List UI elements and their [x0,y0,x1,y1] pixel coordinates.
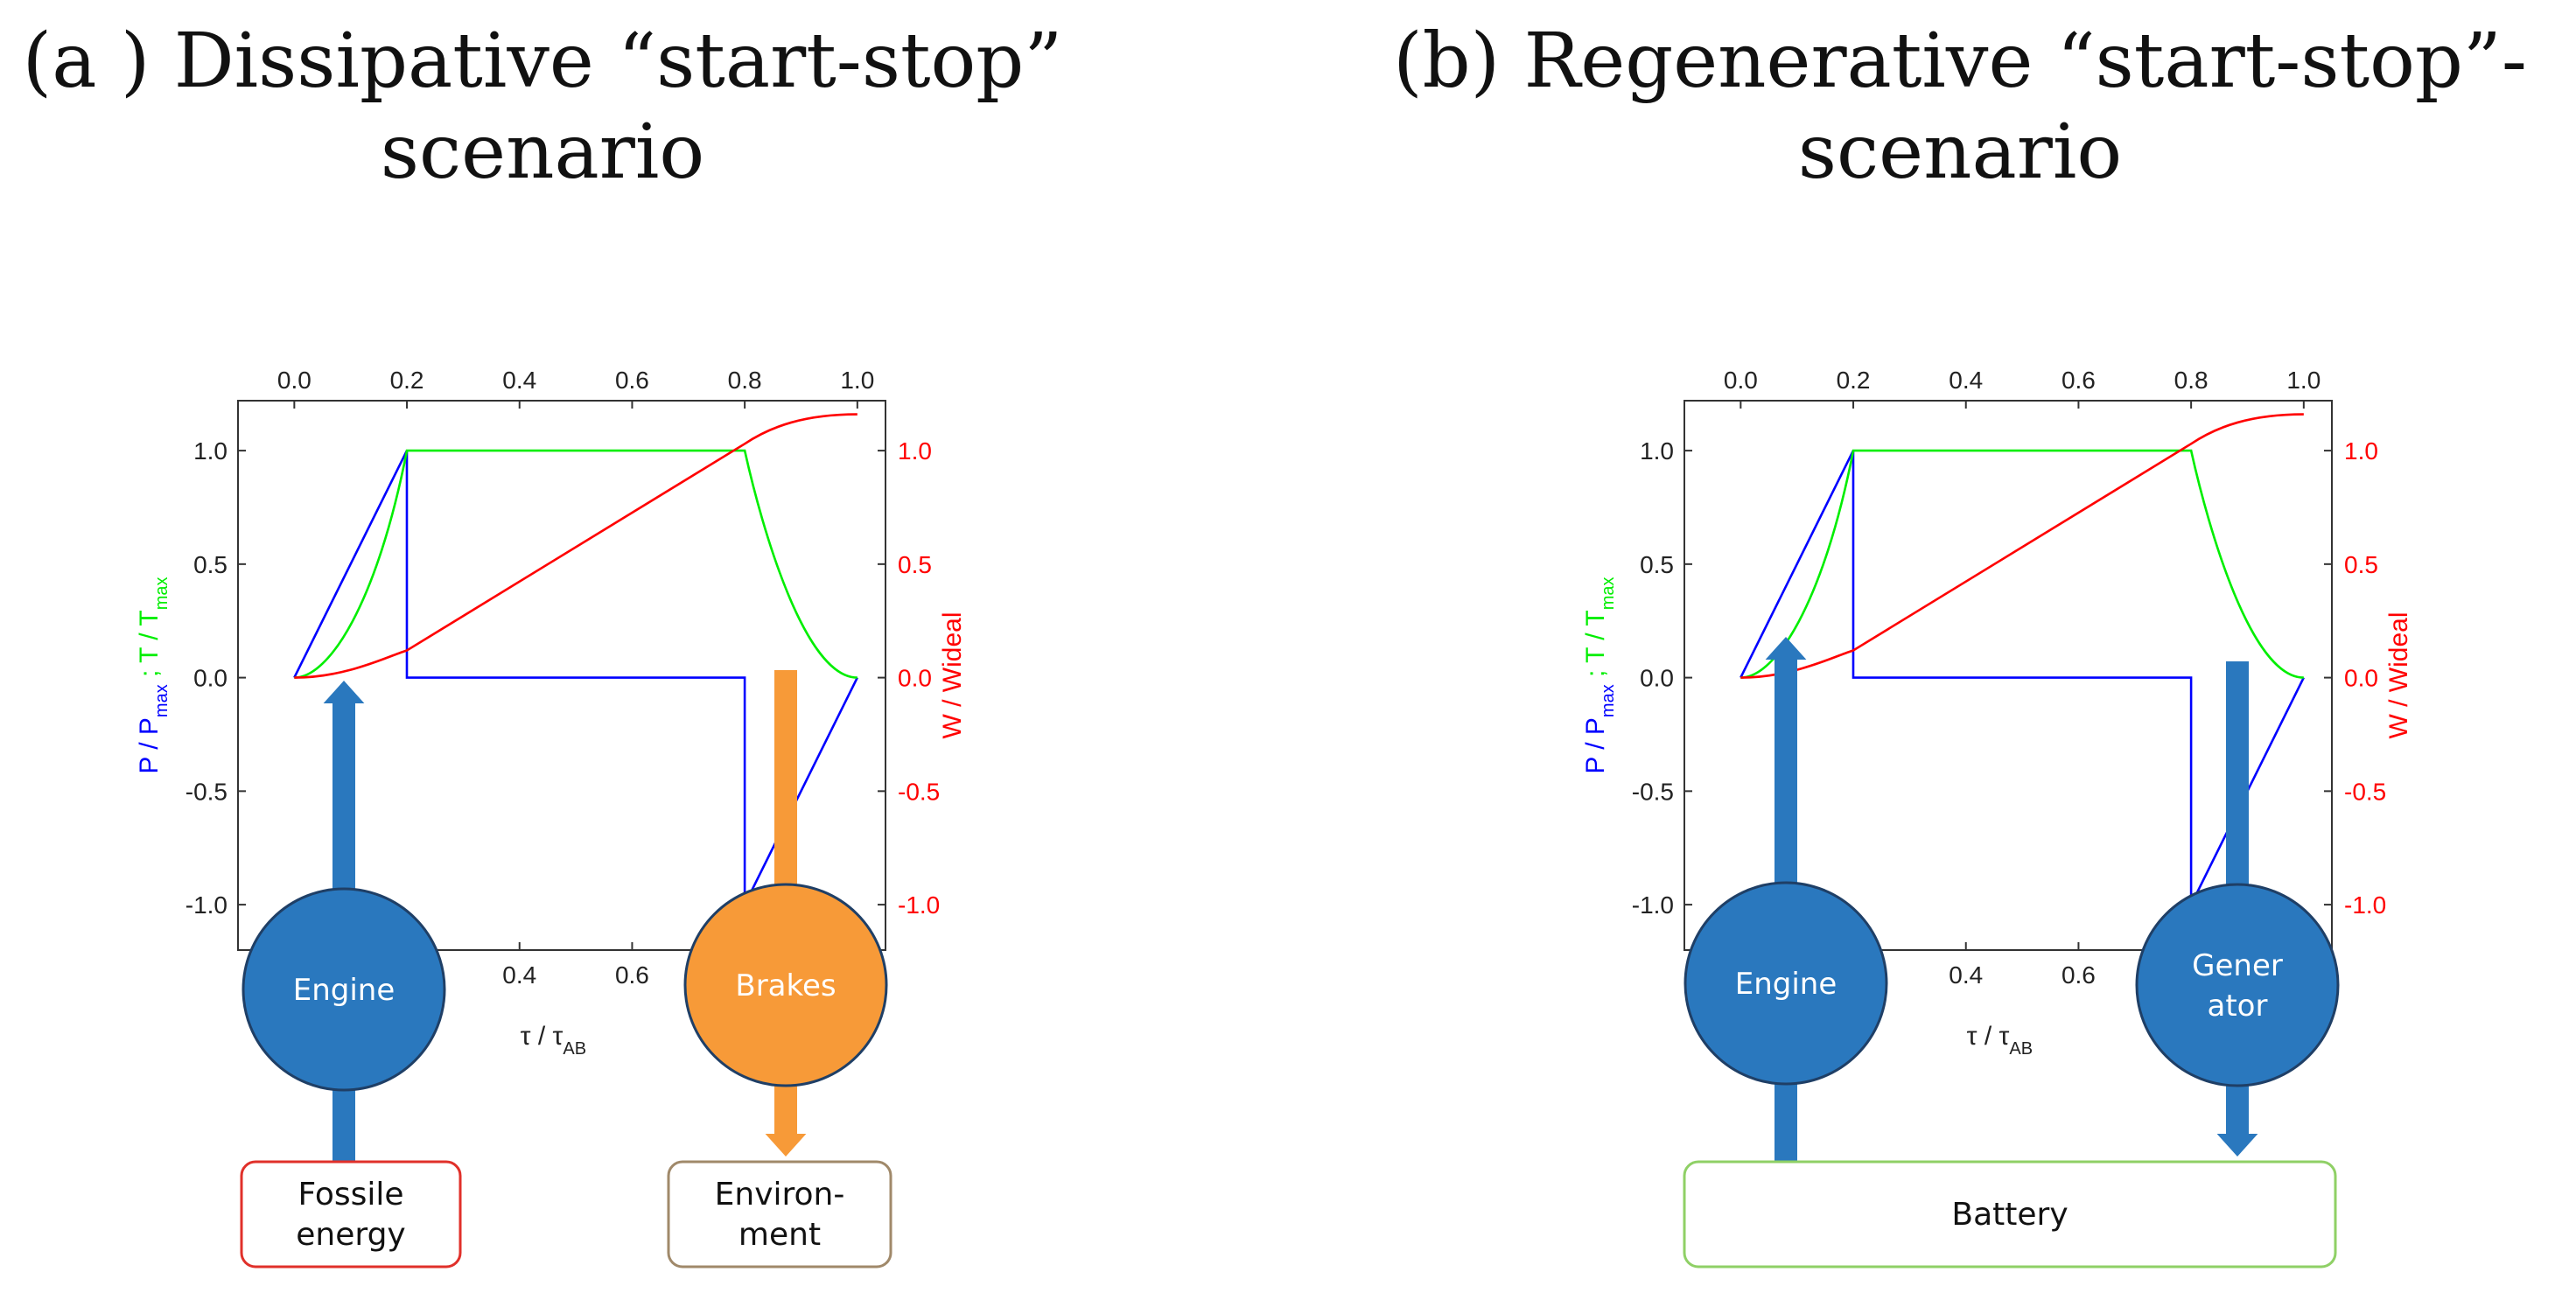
panel-a-y-label-right: W / Wideal [938,612,967,738]
panel-b-series-power [1740,450,2305,905]
panel-b-generator-node-circle [2135,883,2340,1087]
panel-b-y-tick-right: 0.0 [2344,665,2378,692]
panel-a-brakes-node-circle [683,883,888,1087]
panel-b-y-label-left: P / Pmax ; T / Tmax [1581,577,1618,773]
panel-b-plot-frame [1684,400,2333,951]
panel-b-y-tick-right: -0.5 [2344,778,2386,805]
panel-a-engine-node-circle [242,887,446,1092]
panel-b-x-tick-top: 0.8 [2174,367,2208,394]
panel-a-y-label-left: P / Pmax ; T / Tmax [135,577,172,773]
panel-a-y-tick-left: 0.0 [193,665,228,692]
panel-a-brakes-node-label: Brakes [735,968,836,1003]
panel-b-y-label-right: W / Wideal [2384,612,2413,738]
panel-a-x-tick-bottom: 0.6 [615,961,649,989]
panel-b-y-tick-left: 0.5 [1640,551,1674,578]
panel-b-x-tick-top: 0.6 [2062,367,2096,394]
panel-a-environment-label: Environ- [715,1177,845,1213]
panel-b-series-work [1740,413,2304,679]
panel-b-x-tick-top: 1.0 [2286,367,2320,394]
panel-a-y-tick-left: -0.5 [186,778,228,805]
panel-a-y-tick-right: 0.0 [898,665,932,692]
panel-a-environment-box [667,1160,892,1269]
panel-a-fossile-energy-box [240,1160,462,1269]
panel-b-x-tick-top: 0.4 [1949,367,1983,394]
panel-b-title: (b) Regenerative “start-stop”- scenario [1348,16,2572,198]
panel-a-series-work [294,413,858,679]
panel-b-y-tick-left: -1.0 [1632,891,1674,919]
panel-b-series-temperature [1740,449,2304,679]
panel-b-battery-box [1683,1160,2337,1269]
panel-a-x-tick-top: 0.8 [728,367,762,394]
panel-a-y-tick-left: 0.5 [193,551,228,578]
panel-b-x-label: τ / τAB [1967,1022,2033,1059]
panel-b-y-tick-left: 1.0 [1640,437,1674,465]
panel-b-y-tick-right: 0.5 [2344,551,2378,578]
panel-b-y-tick-right: 1.0 [2344,437,2378,465]
panel-a-y-tick-right: -0.5 [898,778,940,805]
panel-b-title-line1: (b) Regenerative “start-stop”- [1393,17,2527,105]
panel-a-y-tick-right: 0.5 [898,551,932,578]
panel-a-y-tick-right: -1.0 [898,891,940,919]
panel-a-plot-frame [237,400,886,951]
panel-a-series-power [293,450,858,905]
panel-a-x-tick-top: 1.0 [840,367,874,394]
panel-a-y-tick-left: 1.0 [193,437,228,465]
panel-a-x-tick-top: 0.6 [615,367,649,394]
panel-b-x-tick-top: 0.0 [1724,367,1758,394]
panel-b-x-tick-bottom: 0.4 [1949,961,1983,989]
panel-b-generator-node-label: Gener [2192,948,2283,983]
panel-a-title-line2: scenario [380,108,705,196]
panel-a-x-tick-top: 0.0 [277,367,312,394]
panel-a-title-line1: (a ) Dissipative “start-stop” [22,17,1063,105]
panel-a-y-tick-right: 1.0 [898,437,932,465]
panel-a-x-tick-bottom: 0.4 [502,961,536,989]
panel-a-x-tick-top: 0.2 [390,367,424,394]
panel-a-y-tick-left: -1.0 [186,891,228,919]
panel-b-x-tick-top: 0.2 [1837,367,1871,394]
panel-b-engine-node-circle [1684,881,1888,1086]
panel-b-generator-node-label: ator [2208,989,2268,1024]
panel-a-x-label: τ / τAB [521,1022,586,1059]
panel-a-title: (a ) Dissipative “start-stop” scenario [0,16,1085,198]
panel-b-engine-node-label: Engine [1735,967,1838,1002]
panel-b-battery-label: Battery [1951,1197,2068,1233]
panel-b-y-tick-right: -1.0 [2344,891,2386,919]
panel-b-y-tick-left: 0.0 [1640,665,1674,692]
panel-b-x-tick-bottom: 0.6 [2062,961,2096,989]
panel-a-environment-label: ment [738,1217,821,1253]
panel-a-fossile-energy-label: energy [296,1217,405,1253]
panel-a-series-temperature [294,449,858,679]
panel-b-title-line2: scenario [1797,108,2123,196]
panel-a-fossile-energy-label: Fossile [298,1177,403,1213]
panel-b-y-tick-left: -0.5 [1632,778,1674,805]
panel-a-engine-node-label: Engine [293,973,396,1008]
panel-a-x-tick-top: 0.4 [502,367,536,394]
